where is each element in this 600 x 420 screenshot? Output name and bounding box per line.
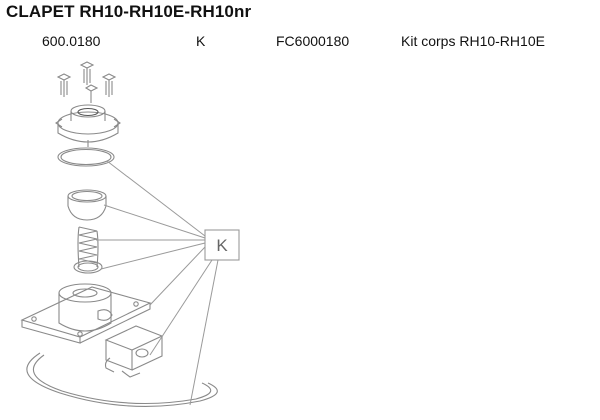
exploded-view-diagram: K (20, 61, 240, 407)
o-ring-base (26, 352, 218, 407)
kit-label-text: K (216, 236, 228, 255)
bolt-4 (84, 84, 99, 103)
part-code: K (196, 33, 206, 49)
o-ring-top (57, 147, 115, 167)
leader-lines (96, 160, 219, 406)
page-title: CLAPET RH10-RH10E-RH10nr (6, 2, 252, 21)
kit-label-box: K (204, 229, 240, 261)
part-reference: 600.0180 (42, 33, 101, 49)
part-description: Kit corps RH10-RH10E (401, 33, 545, 49)
bolt-3 (101, 73, 117, 97)
o-ring-small (73, 260, 103, 274)
solenoid-coil (104, 325, 164, 378)
valve-cap (55, 104, 121, 147)
valve-body (20, 283, 152, 344)
bolt-1 (56, 73, 72, 97)
part-fc-reference: FC6000180 (276, 33, 350, 49)
piston-cup (67, 189, 107, 221)
bolt-2 (79, 61, 95, 85)
parts-row: 600.0180 K FC6000180 Kit corps RH10-RH10… (0, 33, 600, 53)
